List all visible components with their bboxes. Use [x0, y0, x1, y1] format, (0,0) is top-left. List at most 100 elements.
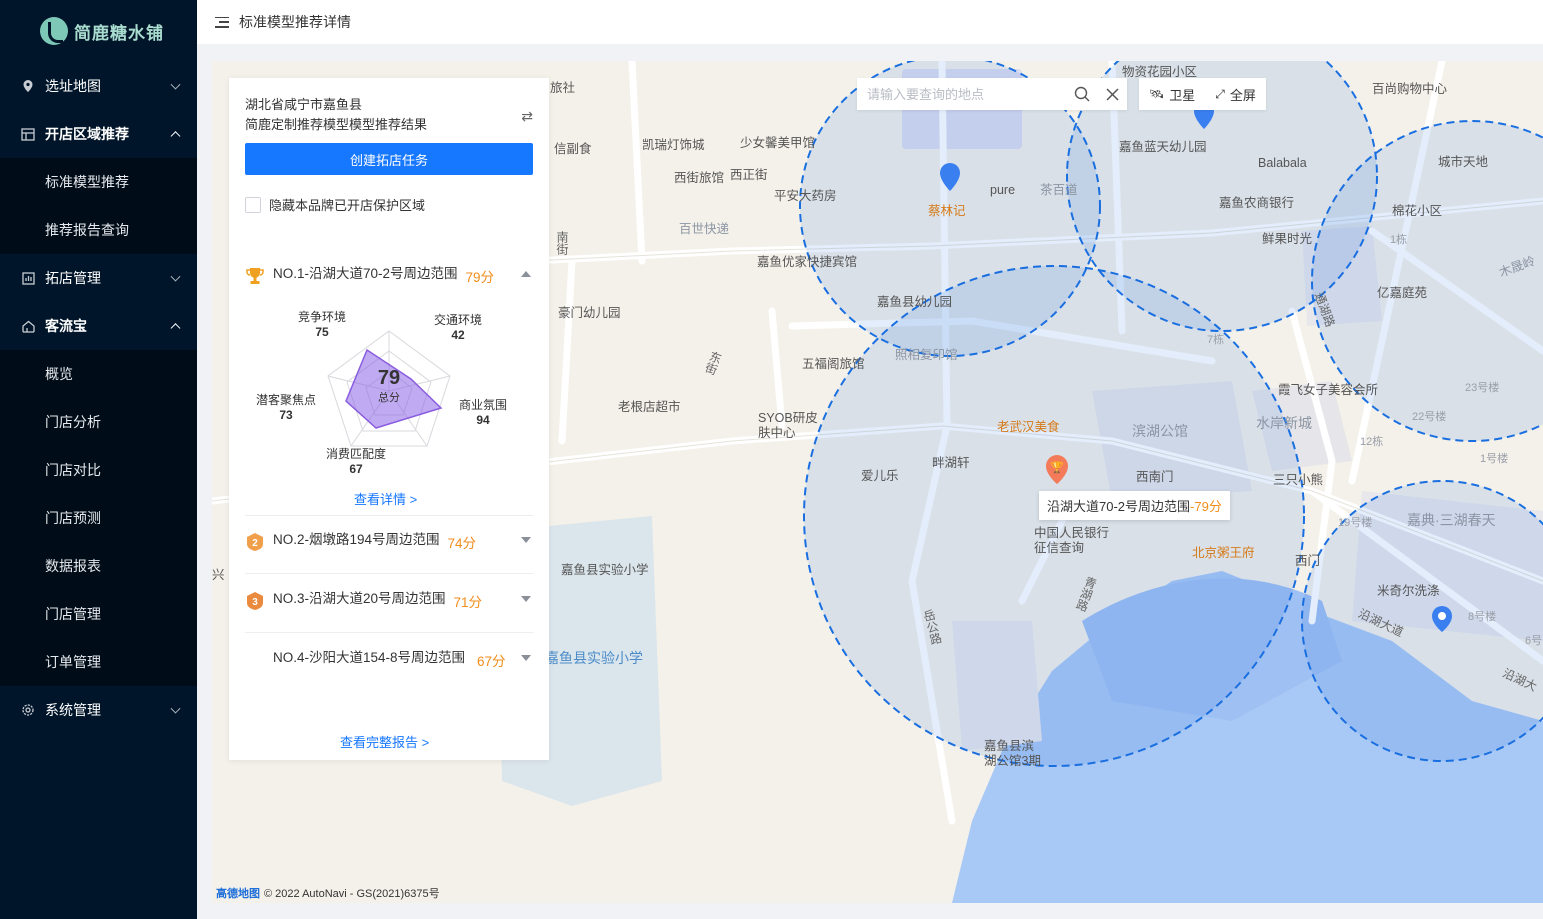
sidebar-item-store-compare[interactable]: 门店对比 [45, 462, 101, 478]
road-label: 南街 [555, 231, 569, 255]
model-subtitle: 简鹿定制推荐模型模型推荐结果 [245, 117, 428, 132]
poi-label: 棉花小区 [1392, 204, 1443, 218]
poi-label: 嘉鱼县实验小学 [545, 650, 643, 666]
radar-svg [327, 330, 451, 447]
sidebar-item-expansion[interactable]: 拓店管理 [0, 254, 197, 302]
sidebar: 简鹿糖水铺 选址地图 开店区域推荐 标准模型推荐 推荐报告查询 拓店管理 客流宝… [0, 0, 197, 919]
chevron-down-icon [170, 703, 181, 714]
region-text: 湖北省咸宁市嘉鱼县 [245, 97, 363, 112]
rank-item-3[interactable]: 3 NO.3-沿湖大道20号周边范围 71分 [245, 591, 533, 611]
store-icon [20, 126, 36, 142]
marker-info-label[interactable]: 沿湖大道70-2号周边范围-79分 [1039, 491, 1230, 520]
poi-label: 米奇尔洗涤 [1377, 584, 1440, 598]
attribution-text: © 2022 AutoNavi - GS(2021)6375号 [264, 888, 440, 900]
swap-icon[interactable]: ⇄ [521, 108, 533, 124]
building-label: 8号楼 [1468, 611, 1497, 623]
poi-label: 照相复印馆 [895, 348, 958, 362]
poi-label: 百尚购物中心 [1372, 82, 1448, 96]
caret-down-icon[interactable] [521, 655, 531, 661]
caret-up-icon[interactable] [521, 271, 531, 277]
menu-toggle-icon[interactable] [215, 16, 229, 28]
poi-label: 百世快递 [679, 222, 730, 236]
map-search-box [857, 78, 1127, 110]
chart-icon [20, 270, 36, 286]
sidebar-item-standard-model[interactable]: 标准模型推荐 [45, 174, 129, 190]
poi-label: 西正街 [730, 168, 768, 182]
poi-label: 少女馨美甲馆 [740, 136, 816, 150]
poi-label: 嘉鱼县幼儿园 [877, 295, 953, 309]
poi-label: 旅社 [550, 81, 576, 95]
logo[interactable]: 简鹿糖水铺 [0, 0, 197, 62]
sidebar-item-store-manage[interactable]: 门店管理 [45, 606, 101, 622]
header: 标准模型推荐详情 [197, 0, 1543, 44]
svg-text:2: 2 [252, 538, 258, 549]
satellite-button[interactable]: 🛰 卫星 [1139, 78, 1205, 110]
sidebar-item-store-forecast[interactable]: 门店预测 [45, 510, 101, 526]
sidebar-item-data-report[interactable]: 数据报表 [45, 558, 101, 574]
building-label: 12栋 [1360, 436, 1384, 448]
sidebar-item-traffic[interactable]: 客流宝 [0, 302, 197, 350]
rank-item-4[interactable]: NO.4-沙阳大道154-8号周边范围 67分 [245, 650, 533, 670]
sidebar-item-site-map[interactable]: 选址地图 [0, 62, 197, 110]
submenu-store-region: 标准模型推荐 推荐报告查询 [0, 158, 197, 254]
chevron-up-icon [170, 323, 181, 334]
map-search-input[interactable] [857, 78, 1067, 110]
rank-2-badge-icon: 2 [247, 533, 263, 551]
rank-item-1[interactable]: NO.1-沿湖大道70-2号周边范围 79分 [245, 266, 533, 286]
create-task-button[interactable]: 创建拓店任务 [245, 143, 533, 175]
sidebar-item-system[interactable]: 系统管理 [0, 686, 197, 734]
building-label: 1栋 [1390, 234, 1408, 246]
poi-label: 西街旅馆 [674, 171, 725, 185]
recommendation-panel: 湖北省咸宁市嘉鱼县 简鹿定制推荐模型模型推荐结果 ⇄ 创建拓店任务 隐藏本品牌已… [229, 78, 549, 760]
trophy-icon [246, 268, 264, 284]
fullscreen-label: 全屏 [1229, 87, 1256, 103]
rank-badge-empty [245, 650, 265, 670]
sidebar-item-store-analysis[interactable]: 门店分析 [45, 414, 101, 430]
poi-label: 西南门 [1136, 470, 1174, 484]
rank-score: 67分 [477, 654, 506, 669]
poi-label: 老根店超市 [618, 400, 681, 414]
poi-label: 凯瑞灯饰城 [642, 138, 705, 152]
rank-title: NO.3-沿湖大道20号周边范围 [273, 591, 446, 606]
full-report-link[interactable]: 查看完整报告 > [340, 735, 430, 750]
sidebar-item-overview[interactable]: 概览 [45, 366, 73, 382]
poi-label: 嘉鱼农商银行 [1219, 196, 1295, 210]
poi-label: SYOB研皮肤中心 [758, 411, 818, 440]
sidebar-item-label: 客流宝 [45, 318, 87, 334]
view-details-link[interactable]: 查看详情 > [354, 492, 418, 507]
hide-protected-label: 隐藏本品牌已开店保护区域 [269, 198, 426, 213]
building-label: 23号楼 [1465, 382, 1500, 394]
poi-label: 爱儿乐 [861, 469, 899, 483]
caret-down-icon[interactable] [521, 537, 531, 543]
rank-score: 74分 [447, 536, 477, 551]
poi-label: 兴 [212, 568, 225, 582]
submenu-traffic: 概览 门店分析 门店对比 门店预测 数据报表 门店管理 订单管理 [0, 350, 197, 686]
sidebar-item-report-query[interactable]: 推荐报告查询 [45, 222, 129, 238]
poi-label: 平安大药房 [774, 189, 837, 203]
radar-total-value: 79 [377, 367, 401, 389]
map-toolbar: 🛰 卫星 ⤢ 全屏 [1139, 78, 1266, 110]
poi-label: 畔湖轩 [932, 456, 970, 470]
rank-score: 79分 [465, 270, 495, 285]
rank-item-2[interactable]: 2 NO.2-烟墩路194号周边范围 74分 [245, 532, 533, 552]
close-icon[interactable] [1097, 79, 1127, 109]
divider [245, 632, 533, 633]
poi-label: 老武汉美食 [997, 420, 1060, 434]
marker-label-score: -79分 [1190, 499, 1222, 514]
rank-score: 71分 [453, 595, 483, 610]
poi-label: 嘉鱼优家快捷宾馆 [757, 255, 858, 269]
hide-protected-checkbox[interactable] [245, 196, 261, 213]
building-label: 6号 [1525, 635, 1543, 647]
sidebar-item-order-manage[interactable]: 订单管理 [45, 654, 101, 670]
marker-label-text: 沿湖大道70-2号周边范围 [1047, 499, 1191, 514]
poi-label: 嘉鱼县滨湖公馆3期 [984, 739, 1041, 768]
sidebar-item-store-region[interactable]: 开店区域推荐 [0, 110, 197, 158]
caret-down-icon[interactable] [521, 596, 531, 602]
fullscreen-button[interactable]: ⤢ 全屏 [1205, 78, 1266, 110]
search-icon[interactable] [1067, 79, 1097, 109]
